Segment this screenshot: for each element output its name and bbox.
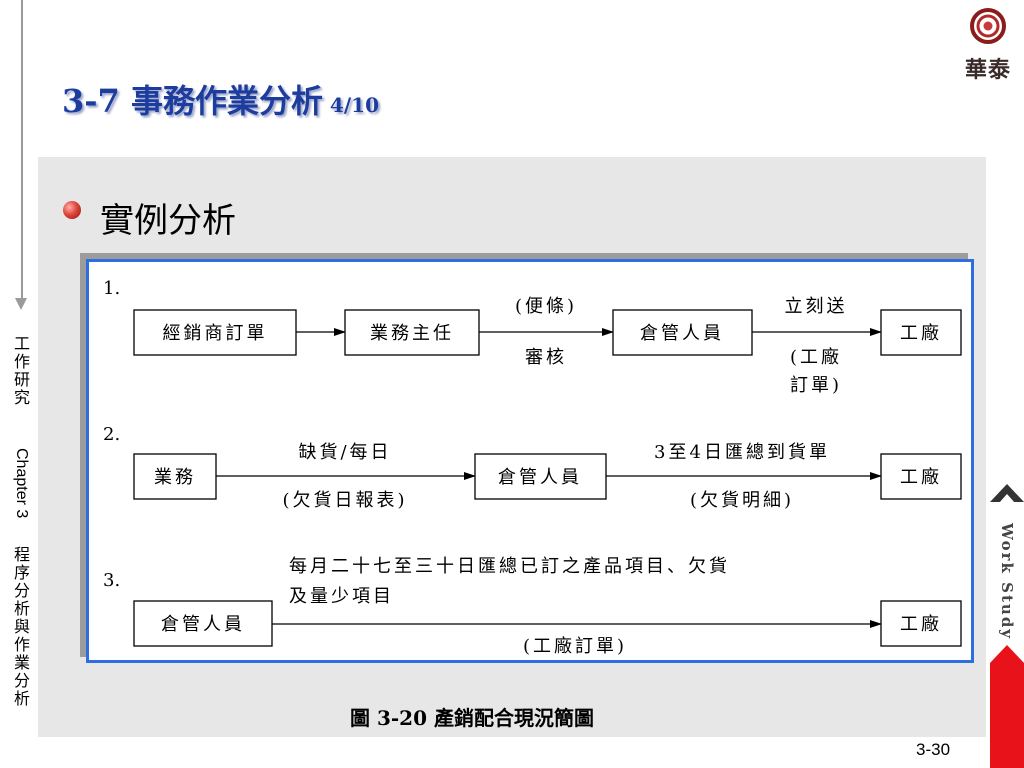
row1-box-factory-label: 工廠 xyxy=(900,322,942,344)
row3-number: 3. xyxy=(103,570,120,591)
row2-label-summary: 3至4日匯總到貨單 xyxy=(654,442,830,463)
slide-title-main: 3-7 事務作業分析 xyxy=(62,82,323,120)
row1-box-factory xyxy=(880,309,962,356)
side-tab-red-chevron-icon xyxy=(990,645,1024,663)
row1-number: 1. xyxy=(103,278,120,299)
row2-box-factory xyxy=(880,453,962,500)
concentric-circle-logo-icon xyxy=(970,8,1006,44)
row3-label-monthly-1: 每月二十七至三十日匯總已訂之產品項目、欠貨 xyxy=(289,556,730,577)
flow-diagram-figure: 1. 經銷商訂單 業務主任 (便條) 審核 倉管人員 立刻送 (工廠 訂單) 工… xyxy=(86,259,974,663)
bullet-icon xyxy=(63,201,81,219)
row2-box-sales-label: 業務 xyxy=(154,467,196,488)
publisher-logo-text: 華泰 xyxy=(964,57,1011,83)
rail-chapter-title: 程序分析與作業分析 xyxy=(11,546,30,708)
row1-box-dealer-order xyxy=(133,309,297,356)
row1-label-review: 審核 xyxy=(525,347,567,368)
bullet-text: 實例分析 xyxy=(100,201,236,241)
slide-title: 3-7 事務作業分析 4/10 xyxy=(62,76,379,122)
row2-label-shortage: 缺貨/每日 xyxy=(298,442,391,463)
row1-box-sales-supervisor-label: 業務主任 xyxy=(370,323,454,344)
rail-course-title: 工作研究 xyxy=(11,335,30,407)
row1-label-factory-order-1: (工廠 xyxy=(790,346,842,368)
slide-title-page: 4/10 xyxy=(322,93,379,117)
row3-box-factory-label: 工廠 xyxy=(900,613,942,635)
row3-label-monthly-2: 及量少項目 xyxy=(289,586,394,607)
row3-label-factory-order: (工廠訂單) xyxy=(523,635,627,657)
flow-diagram: 1. 經銷商訂單 業務主任 (便條) 審核 倉管人員 立刻送 (工廠 訂單) 工… xyxy=(103,278,962,657)
row1-label-factory-order-2: 訂單) xyxy=(790,375,842,396)
row2-box-factory-label: 工廠 xyxy=(900,466,942,488)
side-tab-red-bar xyxy=(990,663,1024,768)
row1-label-send: 立刻送 xyxy=(785,296,848,317)
rail-chapter-label: Chapter 3 xyxy=(13,448,30,519)
row2-box-warehouse-staff-label: 倉管人員 xyxy=(498,467,582,488)
row1-box-warehouse-staff-label: 倉管人員 xyxy=(640,323,724,344)
row3-box-factory xyxy=(880,600,962,647)
row2-label-daily-report: (欠貨日報表) xyxy=(282,490,407,511)
row3-box-warehouse-staff-label: 倉管人員 xyxy=(161,614,245,635)
row1-box-dealer-order-label: 經銷商訂單 xyxy=(163,323,268,344)
publisher-logo: 華泰 xyxy=(960,8,1016,88)
page-number: 3-30 xyxy=(916,740,951,759)
left-rail-line xyxy=(21,0,23,300)
row1-label-note: (便條) xyxy=(515,296,577,317)
figure-caption: 圖 3-20 產銷配合現況簡圖 xyxy=(350,706,594,730)
row2-label-shortage-detail: (欠貨明細) xyxy=(690,490,794,511)
down-arrow-icon xyxy=(15,298,27,310)
chevron-up-icon-inner xyxy=(999,494,1015,503)
chevron-up-icon[interactable] xyxy=(990,484,1024,502)
side-tab-label: Work Study xyxy=(998,523,1016,641)
row2-number: 2. xyxy=(103,424,120,445)
